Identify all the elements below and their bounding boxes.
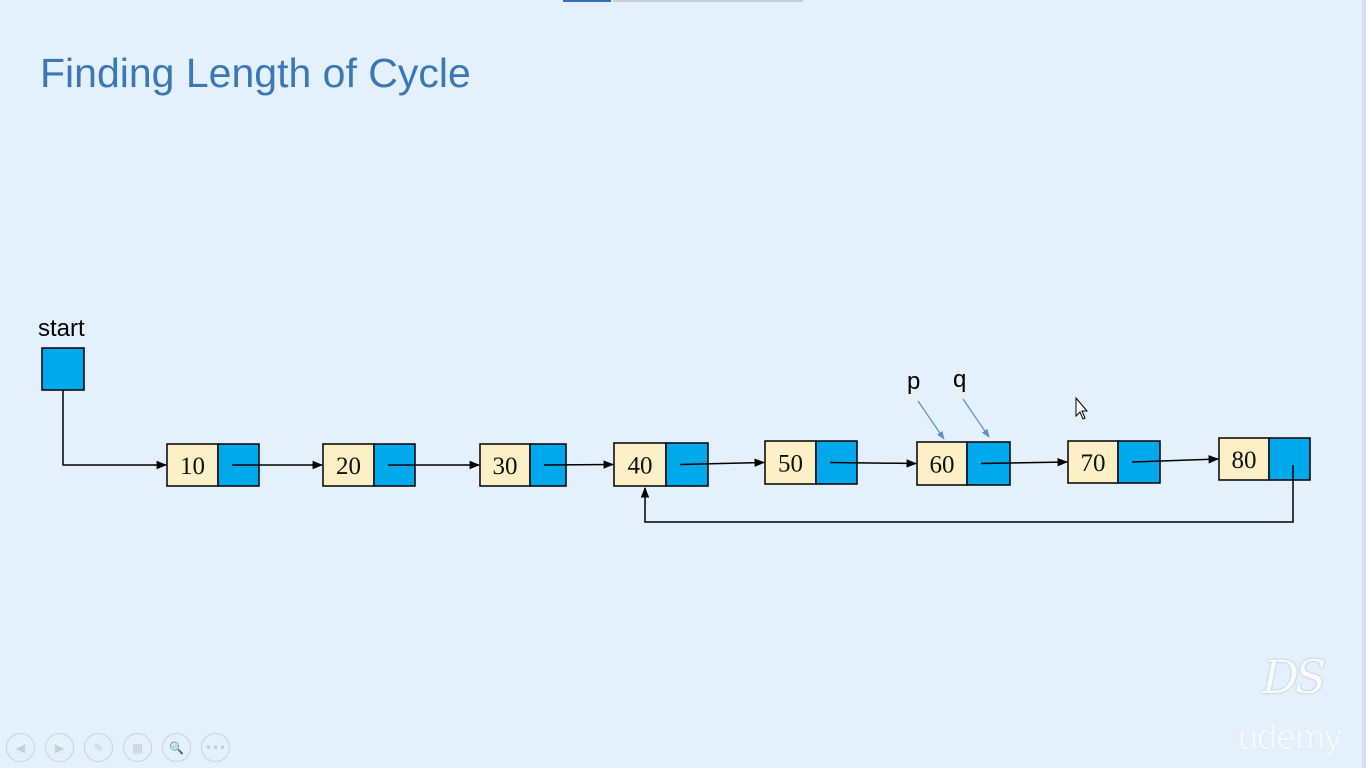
nodes-layer: 10 20 30 40 50 60 70 80 (166, 437, 1311, 487)
next-button[interactable]: ▶ (45, 733, 74, 762)
node-data-cell (166, 443, 219, 487)
node-value: 80 (1232, 447, 1257, 474)
ds-logo: DS (1262, 650, 1326, 704)
node-data-cell (916, 441, 968, 486)
start-link-arrow (62, 390, 168, 470)
zoom-button[interactable]: 🔍 (162, 733, 191, 762)
more-button[interactable]: ••• (201, 733, 230, 762)
node-value: 10 (180, 453, 205, 480)
list-node-80: 80 (1218, 437, 1311, 481)
next-link-arrow (829, 459, 918, 468)
pen-button[interactable]: ✎ (84, 733, 113, 762)
pointer-p-label: p (907, 368, 920, 395)
node-data-cell (322, 443, 375, 487)
slide-progress-track (613, 0, 803, 2)
more-icon: ••• (204, 740, 227, 755)
next-icon: ▶ (54, 740, 65, 755)
pointer-q-arrow (962, 398, 990, 438)
previous-button[interactable]: ◀ (6, 733, 35, 762)
slides-grid-icon: ▦ (131, 740, 144, 755)
node-data-cell (764, 440, 817, 485)
node-value: 70 (1081, 450, 1106, 477)
mouse-cursor-icon (1075, 396, 1089, 420)
slide-progress-indicator (563, 0, 611, 2)
slideshow-controls: ◀ ▶ ✎ ▦ 🔍 ••• (6, 733, 230, 762)
window-edge (1362, 0, 1366, 768)
node-value: 60 (930, 452, 955, 479)
cycle-back-arrow (640, 465, 1294, 523)
slide-title: Finding Length of Cycle (40, 50, 471, 96)
start-pointer-box (41, 347, 85, 391)
next-link-arrow (679, 458, 766, 467)
zoom-icon: 🔍 (169, 740, 184, 755)
pen-icon: ✎ (93, 740, 104, 755)
next-link-arrow (543, 460, 615, 469)
start-label: start (38, 315, 85, 342)
node-value: 20 (336, 453, 361, 480)
links-layer (232, 455, 1220, 470)
next-link-arrow (980, 457, 1069, 467)
node-value: 50 (778, 451, 803, 478)
node-value: 30 (493, 453, 518, 480)
pointer-p-arrow (917, 400, 945, 440)
udemy-logo: udemy (1238, 716, 1342, 757)
node-link-cell (1268, 437, 1311, 481)
previous-icon: ◀ (15, 740, 26, 755)
next-link-arrow (1131, 455, 1220, 464)
node-value: 40 (628, 453, 653, 480)
pointer-q-label: q (953, 366, 966, 393)
slides-button[interactable]: ▦ (123, 733, 152, 762)
